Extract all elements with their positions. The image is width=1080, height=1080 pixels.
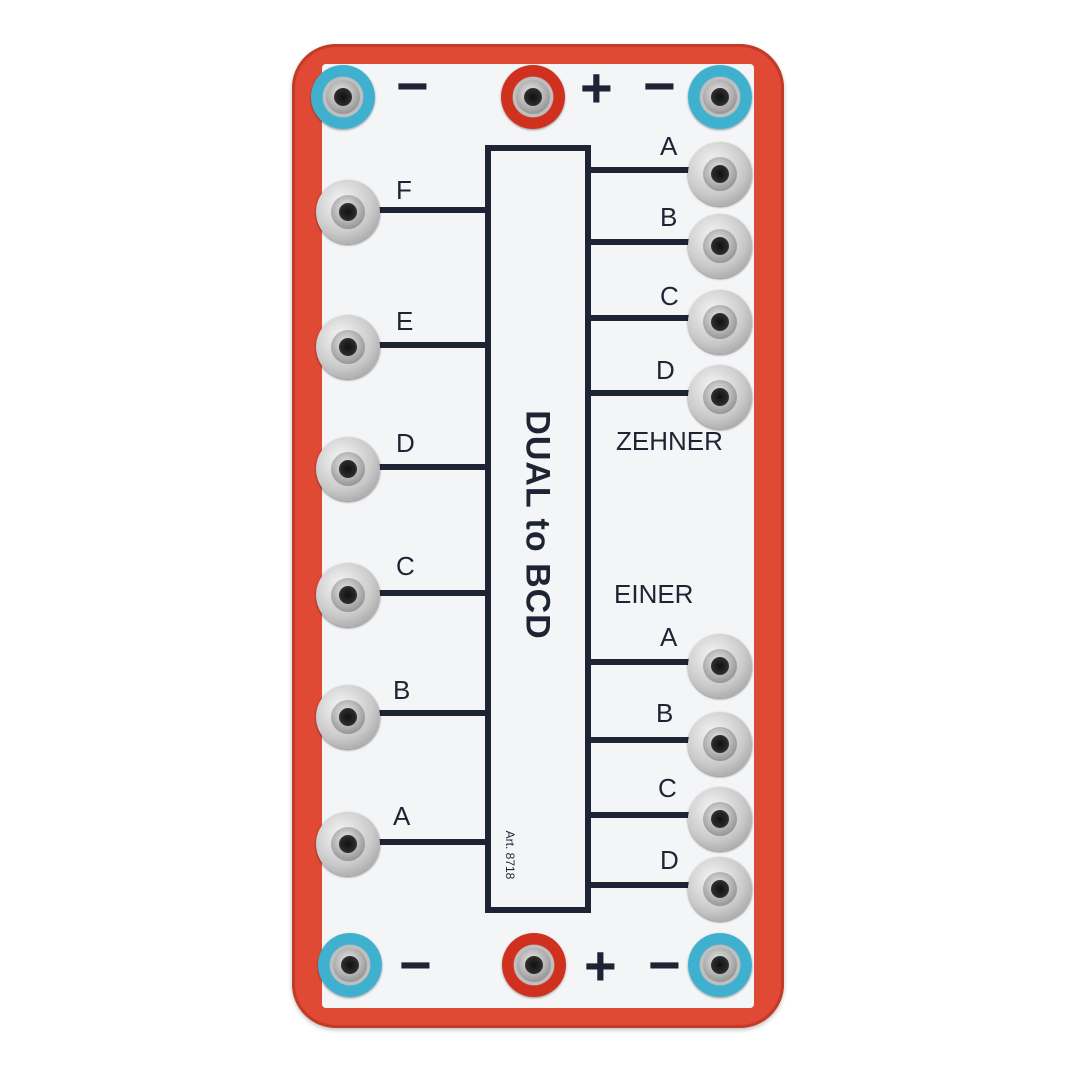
- einer-jack-b[interactable]: [688, 712, 752, 776]
- bottom-supply-jack[interactable]: [502, 933, 566, 997]
- input-jack-e[interactable]: [316, 315, 380, 379]
- zehner-group-label: ZEHNER: [616, 426, 723, 456]
- input-label-b: B: [393, 675, 411, 705]
- zehner-jack-d[interactable]: [688, 365, 752, 429]
- top-right-minus-symbol: −: [643, 54, 676, 117]
- zehner-jack-c[interactable]: [688, 290, 752, 354]
- top-right-ground-jack[interactable]: [688, 65, 752, 129]
- input-jack-d[interactable]: [316, 437, 380, 501]
- bottom-plus-symbol: +: [584, 934, 617, 997]
- top-left-minus-symbol: −: [396, 54, 429, 117]
- einer-group-label: EINER: [614, 579, 694, 609]
- input-label-d: D: [396, 428, 415, 458]
- input-jack-a[interactable]: [316, 812, 380, 876]
- einer-jack-c[interactable]: [688, 787, 752, 851]
- einer-label-b: B: [656, 698, 674, 728]
- bottom-right-minus-symbol: −: [648, 933, 681, 996]
- input-jack-f[interactable]: [316, 180, 380, 244]
- zehner-label-c: C: [660, 281, 679, 311]
- top-plus-symbol: +: [580, 56, 613, 119]
- zehner-label-d: D: [656, 355, 675, 385]
- input-jack-c[interactable]: [316, 563, 380, 627]
- bottom-left-minus-symbol: −: [399, 933, 432, 996]
- einer-label-c: C: [658, 773, 677, 803]
- top-supply-jack[interactable]: [501, 65, 565, 129]
- zehner-label-b: B: [660, 202, 678, 232]
- zehner-jack-b[interactable]: [688, 214, 752, 278]
- input-jack-b[interactable]: [316, 685, 380, 749]
- input-label-e: E: [396, 306, 414, 336]
- zehner-jack-a[interactable]: [688, 142, 752, 206]
- einer-jack-d[interactable]: [688, 857, 752, 921]
- bottom-right-ground-jack[interactable]: [688, 933, 752, 997]
- module-title: DUAL to BCD: [518, 410, 557, 640]
- top-left-ground-jack[interactable]: [311, 65, 375, 129]
- input-label-a: A: [393, 801, 411, 831]
- bottom-left-ground-jack[interactable]: [318, 933, 382, 997]
- module-faceplate: [322, 64, 754, 1008]
- article-number: Art. 8718: [503, 830, 517, 880]
- einer-jack-a[interactable]: [688, 634, 752, 698]
- input-label-c: C: [396, 551, 415, 581]
- einer-label-a: A: [660, 622, 678, 652]
- chip-outline: [485, 145, 591, 913]
- zehner-label-a: A: [660, 131, 678, 161]
- input-label-f: F: [396, 175, 412, 205]
- einer-label-d: D: [660, 845, 679, 875]
